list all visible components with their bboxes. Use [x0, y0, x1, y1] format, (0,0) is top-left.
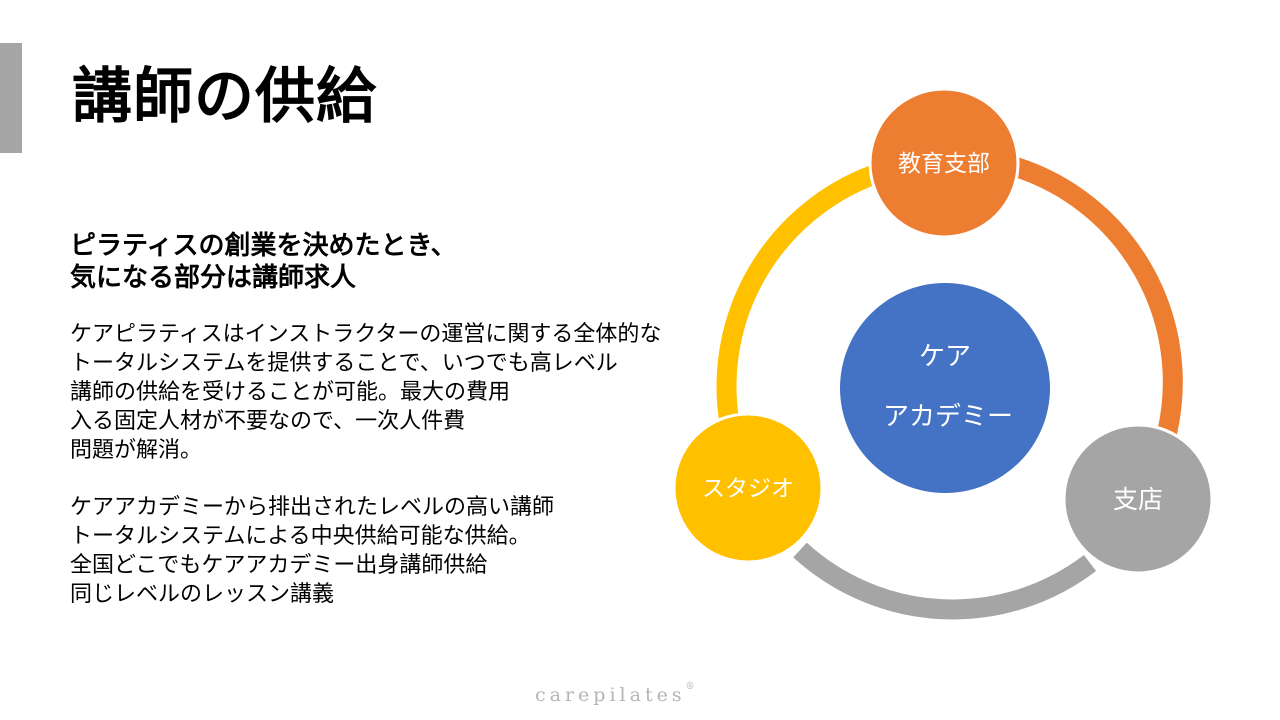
center-circle	[840, 283, 1050, 493]
bottom-arc	[793, 542, 1097, 620]
node-top-circle	[868, 87, 1020, 239]
paragraph-line: トータルシステムによる中央供給可能な供給。	[70, 524, 531, 549]
left-arc	[716, 165, 877, 422]
body-paragraph-1: ケアピラティスはインストラクターの運営に関する全体的な トータルシステムを提供す…	[70, 320, 661, 465]
paragraph-line: ケアピラティスはインストラクターの運営に関する全体的な	[70, 322, 662, 347]
subheading: ピラティスの創業を決めたとき、 気になる部分は講師求人	[70, 230, 457, 294]
center-label-line-1: ケア	[919, 342, 971, 372]
brand-logo: carepilates®	[535, 682, 695, 706]
paragraph-line: 問題が解消。	[70, 438, 203, 463]
subheading-line-2: 気になる部分は講師求人	[70, 263, 357, 293]
node-left-circle	[672, 412, 824, 564]
paragraph-line: ケアアカデミーから排出されたレベルの高い講師	[70, 495, 555, 520]
registered-mark: ®	[685, 682, 695, 692]
center-label-line-2: アカデミー	[883, 402, 1013, 432]
slide-title: 講師の供給	[72, 62, 377, 132]
paragraph-line: 入る固定人材が不要なので、一次人件費	[70, 409, 466, 434]
body-paragraph-2: ケアアカデミーから排出されたレベルの高い講師 トータルシステムによる中央供給可能…	[70, 493, 554, 609]
paragraph-line: 同じレベルのレッスン講義	[70, 582, 335, 607]
subheading-line-1: ピラティスの創業を決めたとき、	[70, 231, 457, 261]
paragraph-line: トータルシステムを提供することで、いつでも高レベル	[70, 351, 618, 376]
right-arc	[1012, 157, 1183, 436]
node-top-label: 教育支部	[898, 151, 990, 177]
paragraph-line: 講師の供給を受けることが可能。最大の費用	[70, 380, 511, 405]
node-right-label: 支店	[1113, 485, 1163, 514]
title-accent-bar	[0, 43, 22, 153]
node-right-circle	[1062, 423, 1214, 575]
brand-name: carepilates	[535, 684, 686, 706]
paragraph-line: 全国どこでもケアアカデミー出身講師供給	[70, 553, 488, 578]
node-left-label: スタジオ	[702, 476, 794, 502]
